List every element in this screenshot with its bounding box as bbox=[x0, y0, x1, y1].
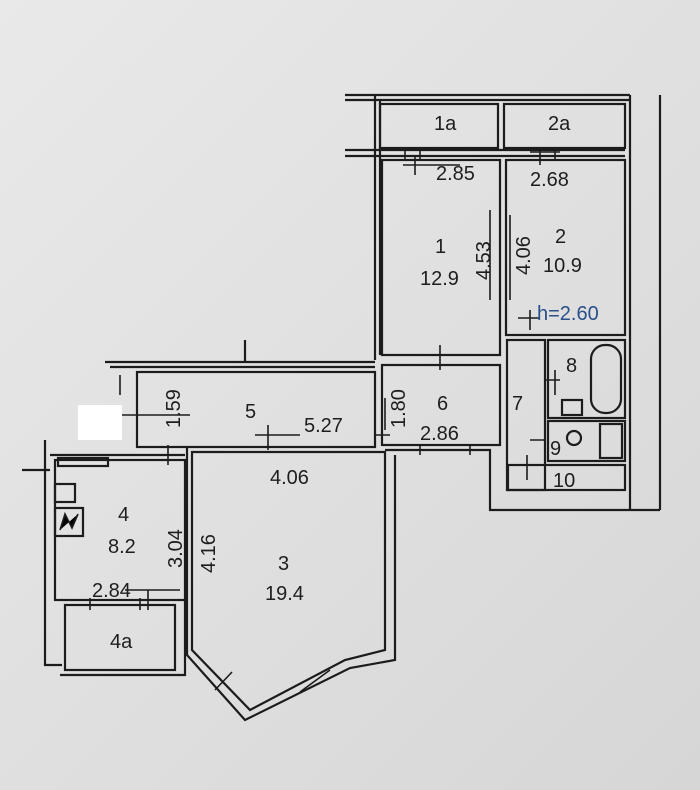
room-6-number: 6 bbox=[437, 393, 448, 415]
entrance-marker bbox=[78, 405, 122, 440]
room-3-number: 3 bbox=[278, 553, 289, 575]
room-3-width: 4.06 bbox=[270, 467, 309, 489]
room-9-label: 9 bbox=[550, 438, 561, 460]
ceiling-height: h=2.60 bbox=[537, 303, 599, 325]
room-2-area: 10.9 bbox=[543, 255, 582, 277]
room-4a-label: 4a bbox=[110, 631, 133, 653]
room-4-area: 8.2 bbox=[108, 536, 136, 558]
room-2-number: 2 bbox=[555, 226, 566, 248]
room-6-width: 1.80 bbox=[388, 389, 410, 428]
room-2-length: 4.06 bbox=[513, 236, 535, 275]
room-5-number: 5 bbox=[245, 401, 256, 423]
room-10-label: 10 bbox=[553, 470, 575, 492]
room-2-width: 2.68 bbox=[530, 169, 569, 191]
room-1-length: 4.53 bbox=[473, 241, 495, 280]
room-2a-label: 2a bbox=[548, 113, 571, 135]
room-3-length: 4.16 bbox=[198, 534, 220, 573]
room-3-area: 19.4 bbox=[265, 583, 304, 605]
room-5-width: 1.59 bbox=[163, 389, 185, 428]
room-1-area: 12.9 bbox=[420, 268, 459, 290]
room-4-width: 2.84 bbox=[92, 580, 131, 602]
room-1-width: 2.85 bbox=[436, 163, 475, 185]
room-8-label: 8 bbox=[566, 355, 577, 377]
room-1-number: 1 bbox=[435, 236, 446, 258]
walls bbox=[22, 93, 662, 722]
room-7-label: 7 bbox=[512, 393, 523, 415]
room-5-length: 5.27 bbox=[304, 415, 343, 437]
room-4-number: 4 bbox=[118, 504, 129, 526]
room-6-length: 2.86 bbox=[420, 423, 459, 445]
room-4-length: 3.04 bbox=[165, 529, 187, 568]
room-1a-label: 1a bbox=[434, 113, 457, 135]
labels: 1a 2a 2.85 2.68 1 12.9 4.53 4.06 2 10.9 … bbox=[92, 113, 599, 653]
